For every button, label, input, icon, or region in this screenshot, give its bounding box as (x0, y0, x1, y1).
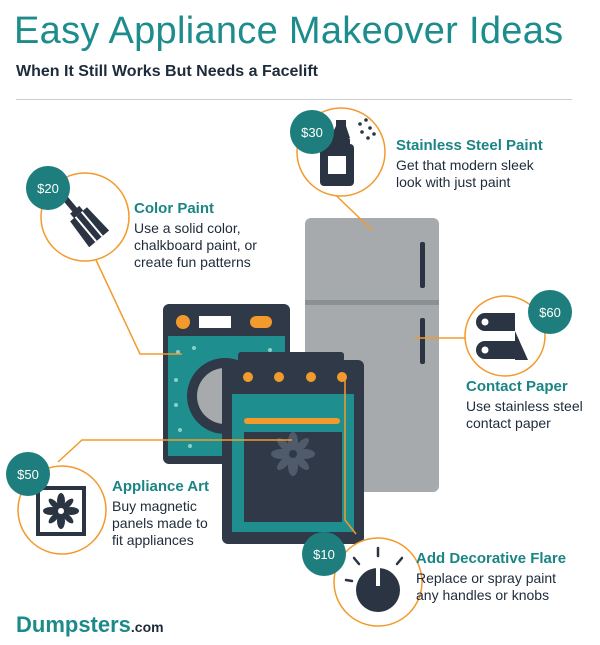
item-desc-line: Buy magnetic (112, 498, 197, 514)
item-title-contact-paper: Contact Paper (466, 378, 568, 395)
brand-logo: Dumpsters.com (16, 612, 164, 638)
page-subtitle: When It Still Works But Needs a Facelift (16, 63, 318, 80)
item-desc-line: fit appliances (112, 532, 194, 548)
oven (222, 352, 364, 544)
price-badge-decorative-flare: $10 (302, 532, 346, 576)
price-badge-appliance-art: $50 (6, 452, 50, 496)
item-title-stainless-paint: Stainless Steel Paint (396, 137, 543, 154)
item-title-decorative-flare: Add Decorative Flare (416, 550, 567, 567)
item-title-appliance-art: Appliance Art (112, 478, 209, 495)
item-desc-line: chalkboard paint, or (134, 237, 257, 253)
brand-suffix: .com (130, 619, 164, 635)
item-desc-line: contact paper (466, 415, 551, 431)
item-desc-line: panels made to (112, 515, 208, 531)
item-desc-line: Get that modern sleek (396, 157, 534, 173)
price-badge-color-paint: $20 (26, 166, 70, 210)
item-desc-line: create fun patterns (134, 254, 251, 270)
item-title-color-paint: Color Paint (134, 200, 215, 217)
flower-panel-icon (17, 465, 107, 555)
page-title: Easy Appliance Makeover Ideas (14, 10, 564, 52)
divider (16, 99, 572, 100)
price-badge-contact-paper: $60 (528, 290, 572, 334)
item-desc-line: Use a solid color, (134, 220, 241, 236)
item-desc-line: Use stainless steel (466, 398, 583, 414)
price-badge-stainless-paint: $30 (290, 110, 334, 154)
item-desc-line: any handles or knobs (416, 587, 550, 603)
item-desc-line: Replace or spray paint (416, 570, 557, 586)
knob-icon (333, 537, 423, 627)
paper-roll-icon (464, 295, 546, 377)
brand-name: Dumpsters (16, 612, 131, 637)
item-desc-line: look with just paint (396, 174, 511, 190)
